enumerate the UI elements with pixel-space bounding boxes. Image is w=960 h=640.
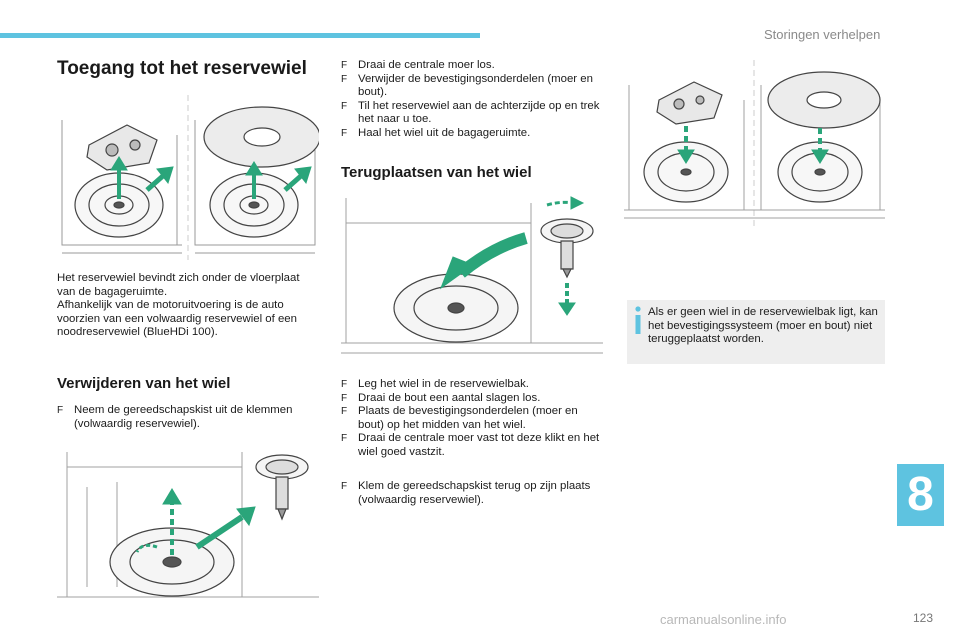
chapter-tab: 8	[897, 464, 944, 526]
remove-steps-list: Neem de gereedschapskist uit de klemmen …	[57, 404, 319, 431]
intro-paragraph: Het reservewiel bevindt zich onder de vl…	[57, 272, 300, 339]
info-note: Als er geen wiel in de reservewielbak li…	[627, 300, 885, 364]
heading-refit-wheel: Terugplaatsen van het wiel	[341, 164, 532, 181]
refit-steps-list: Leg het wiel in de reservewielbak. Draai…	[341, 378, 603, 460]
list-item: Haal het wiel uit de bagageruimte.	[341, 127, 603, 141]
watermark: carmanualsonline.info	[660, 612, 787, 627]
illustration-refit-cover	[624, 60, 885, 228]
list-item: Til het reservewiel aan de achterzijde o…	[341, 100, 603, 127]
info-note-text: Als er geen wiel in de reservewielbak li…	[648, 306, 878, 346]
header-accent-bar	[0, 33, 480, 38]
page-title: Toegang tot het reservewiel	[57, 58, 307, 79]
list-item: Plaats de bevestigingsonderdelen (moer e…	[341, 405, 603, 432]
list-item: Draai de centrale moer vast tot deze kli…	[341, 432, 603, 459]
heading-remove-wheel: Verwijderen van het wiel	[57, 375, 231, 392]
remove-steps-continued: Draai de centrale moer los. Verwijder de…	[341, 59, 603, 141]
refit-final-step: Klem de gereedschapskist terug op zijn p…	[341, 480, 603, 507]
list-item: Draai de centrale moer los.	[341, 59, 603, 73]
illustration-loosen-wheel	[57, 452, 319, 598]
list-item: Klem de gereedschapskist terug op zijn p…	[341, 480, 603, 507]
illustration-spare-wheel-access	[57, 95, 319, 260]
illustration-refit-wheel	[341, 196, 603, 354]
list-item: Neem de gereedschapskist uit de klemmen …	[57, 404, 319, 431]
info-icon	[635, 306, 641, 334]
list-item: Draai de bout een aantal slagen los.	[341, 392, 603, 406]
list-item: Leg het wiel in de reservewielbak.	[341, 378, 603, 392]
page-number: 123	[913, 611, 934, 625]
list-item: Verwijder de bevestigingsonderdelen (moe…	[341, 73, 603, 100]
section-title: Storingen verhelpen	[764, 27, 881, 42]
